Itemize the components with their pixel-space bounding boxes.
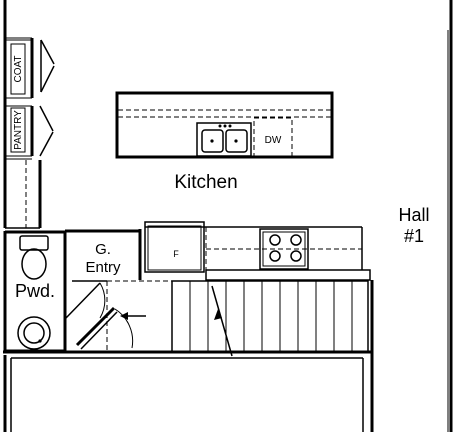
pantry-closet: PANTRY	[10, 105, 54, 157]
refrigerator: F	[144, 221, 205, 273]
hall-number: #1	[404, 226, 424, 246]
garage-entry-door[interactable]	[75, 306, 134, 350]
garage-entry-walls	[65, 229, 172, 352]
range-cooktop	[259, 228, 309, 270]
coat-label: COAT	[13, 55, 24, 82]
dishwasher: DW	[253, 117, 293, 157]
garage-entry-label-line2: Entry	[85, 259, 121, 276]
hall-label: Hall	[398, 205, 429, 225]
pantry-label: PANTRY	[13, 110, 24, 150]
pantry-door[interactable]	[39, 105, 54, 157]
coat-closet: COAT	[10, 39, 55, 95]
powder-sink	[17, 316, 51, 350]
toilet	[19, 235, 49, 280]
right-wall	[447, 0, 453, 432]
closet-wall-group	[3, 0, 42, 229]
fridge-label: F	[173, 249, 179, 259]
coat-closet-door[interactable]	[40, 39, 55, 93]
lower-room-walls	[3, 280, 374, 432]
entry-direction-arrow	[120, 312, 146, 320]
dishwasher-label: DW	[265, 135, 282, 146]
garage-entry-label-line1: G.	[95, 241, 111, 258]
powder-room-door[interactable]	[65, 282, 106, 319]
island-sink	[196, 122, 252, 157]
back-counter	[145, 226, 371, 281]
kitchen-label: Kitchen	[174, 172, 237, 193]
powder-room-label: Pwd.	[15, 281, 55, 301]
staircase	[171, 280, 369, 357]
kitchen-island: DW	[115, 91, 334, 159]
